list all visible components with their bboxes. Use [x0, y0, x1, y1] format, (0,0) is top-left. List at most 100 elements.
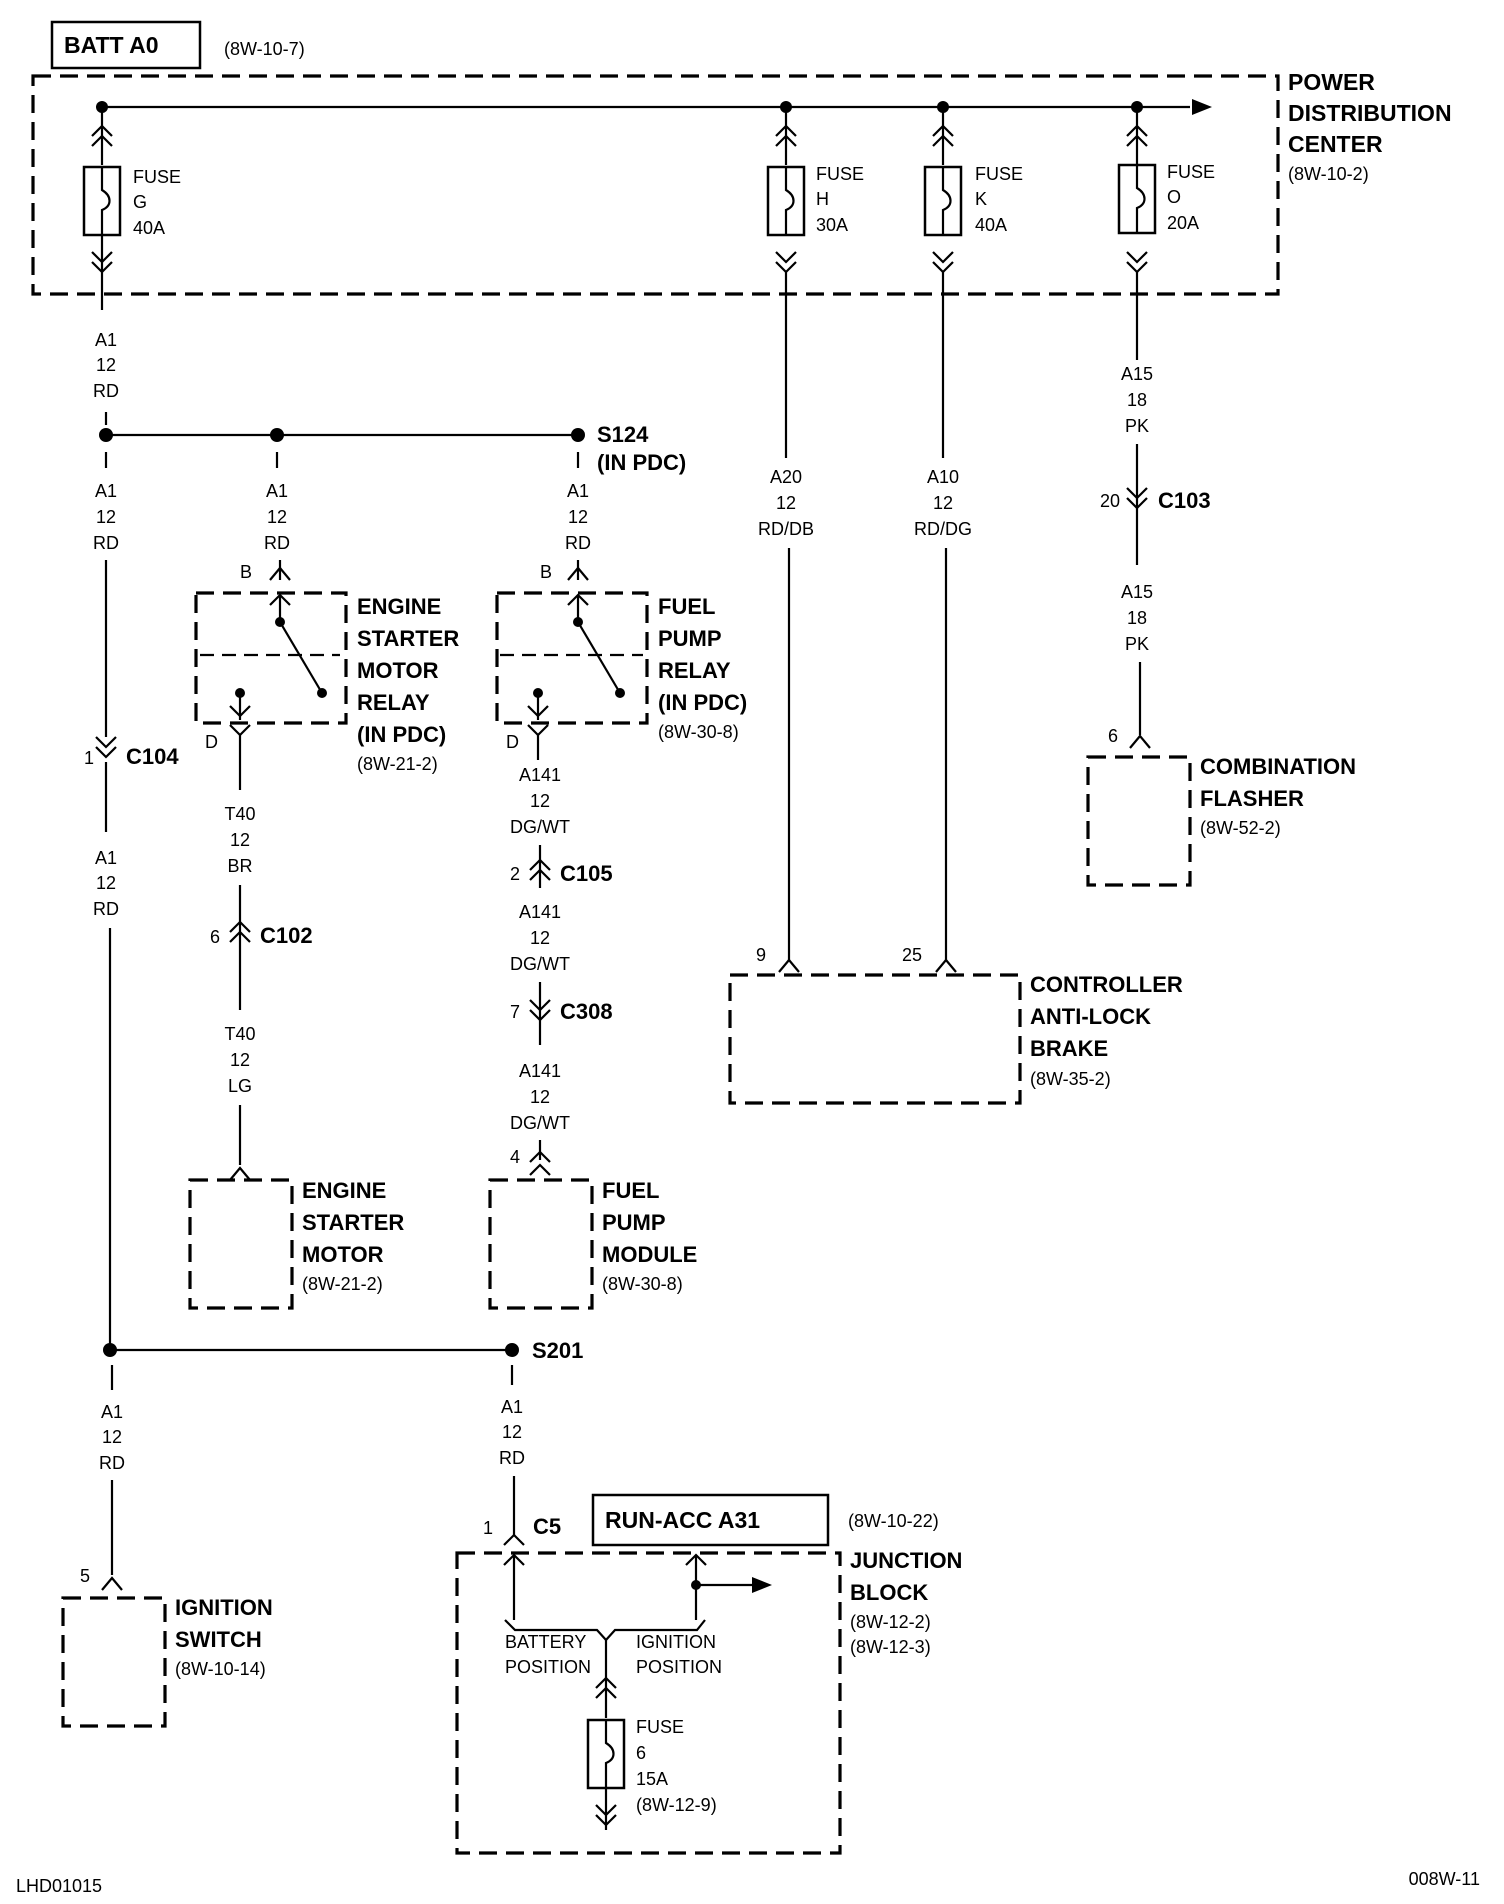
c308-pin: 7 — [510, 1002, 520, 1022]
wire-color: LG — [228, 1076, 252, 1096]
esm-relay-pin-d: D — [205, 732, 218, 752]
c102-pin: 6 — [210, 927, 220, 947]
output-arrow-icon — [752, 1577, 772, 1593]
footer-left-code: LHD01015 — [16, 1876, 102, 1896]
wire-gauge: 12 — [502, 1422, 522, 1442]
esm-relay-label-3: MOTOR — [357, 658, 439, 683]
wire-gauge: 18 — [1127, 390, 1147, 410]
wire-gauge: 12 — [568, 507, 588, 527]
ignition-position-label-2: POSITION — [636, 1657, 722, 1677]
junction-block-box — [455, 1551, 842, 1855]
fuse-k-rating: 40A — [975, 215, 1007, 235]
abs-label-1: CONTROLLER — [1030, 972, 1183, 997]
splice-s124-note: (IN PDC) — [597, 450, 686, 475]
fuse-h-label: FUSE — [816, 164, 864, 184]
fuse-o-rating: 20A — [1167, 213, 1199, 233]
engine-starter-label-2: STARTER — [302, 1210, 404, 1235]
wire-code: A141 — [519, 1061, 561, 1081]
wire-gauge: 12 — [96, 355, 116, 375]
junction-block-label-2: BLOCK — [850, 1580, 928, 1605]
connector-chevron-icon — [529, 999, 551, 1022]
esm-relay-label-2: STARTER — [357, 626, 459, 651]
connector-chevron-icon — [567, 566, 589, 581]
fuel-pump-module-label-2: PUMP — [602, 1210, 666, 1235]
fp-relay-label-1: FUEL — [658, 594, 715, 619]
wire-gauge: 12 — [530, 791, 550, 811]
wire-gauge: 12 — [267, 507, 287, 527]
wire-color: DG/WT — [510, 954, 570, 974]
wire-color: RD/DG — [914, 519, 972, 539]
splice-s124-label: S124 — [597, 422, 649, 447]
fuel-pump-module-ref: (8W-30-8) — [602, 1274, 683, 1294]
fuse-o: FUSE O 20A — [1117, 107, 1215, 274]
fuse-6-ref: (8W-12-9) — [636, 1795, 717, 1815]
c102-label: C102 — [260, 923, 313, 948]
wire-color: RD — [93, 899, 119, 919]
c104-pin: 1 — [84, 748, 94, 768]
fuse-o-id: O — [1167, 187, 1181, 207]
ignition-switch-box — [61, 1596, 167, 1728]
esm-relay-label-5: (IN PDC) — [357, 722, 446, 747]
fuse-k-label: FUSE — [975, 164, 1023, 184]
connector-chevron-icon — [595, 1676, 617, 1699]
esm-relay-label-4: RELAY — [357, 690, 430, 715]
power-distribution-center-box — [31, 74, 1280, 296]
connector-chevron-icon — [503, 1533, 525, 1546]
c5-pin: 1 — [483, 1518, 493, 1538]
connector-chevron-icon — [101, 1576, 123, 1591]
fuse-h: FUSE H 30A — [766, 107, 864, 274]
wire-color: DG/WT — [510, 817, 570, 837]
fuse-h-id: H — [816, 189, 829, 209]
fuse-g-label: FUSE — [133, 167, 181, 187]
fuel-pump-module-pin: 4 — [510, 1147, 520, 1167]
junction-block-ref-1: (8W-12-2) — [850, 1612, 931, 1632]
wire-code: A15 — [1121, 364, 1153, 384]
wire-gauge: 12 — [530, 1087, 550, 1107]
fuse-g-rating: 40A — [133, 218, 165, 238]
batt-a0-ref: (8W-10-7) — [224, 39, 305, 59]
c103-pin: 20 — [1100, 491, 1120, 511]
ignition-switch-label-2: SWITCH — [175, 1627, 262, 1652]
wire-code: T40 — [224, 1024, 255, 1044]
wire-color: PK — [1125, 634, 1149, 654]
combination-flasher-box — [1086, 755, 1192, 887]
connector-chevron-icon — [932, 251, 954, 274]
wire-gauge: 12 — [96, 873, 116, 893]
wire-gauge: 12 — [530, 928, 550, 948]
wire-code: A1 — [95, 330, 117, 350]
pdc-ref: (8W-10-2) — [1288, 164, 1369, 184]
connector-chevron-icon — [775, 124, 797, 147]
connector-chevron-icon — [1126, 251, 1148, 274]
connector-chevron-icon — [529, 1150, 551, 1176]
combo-flasher-label-2: FLASHER — [1200, 786, 1304, 811]
wire-gauge: 12 — [230, 1050, 250, 1070]
footer-right-code: 008W-11 — [1409, 1869, 1480, 1889]
abs-label-3: BRAKE — [1030, 1036, 1108, 1061]
wire-color: RD — [99, 1453, 125, 1473]
fuse-k: FUSE K 40A — [923, 107, 1023, 274]
wire-color: RD — [93, 533, 119, 553]
connector-chevron-icon — [932, 124, 954, 147]
wire-code: A1 — [95, 848, 117, 868]
run-acc-label: RUN-ACC A31 — [605, 1507, 760, 1533]
fp-relay-pin-b: B — [540, 562, 552, 582]
splice-s201-label: S201 — [532, 1338, 583, 1363]
c308-label: C308 — [560, 999, 613, 1024]
c103-label: C103 — [1158, 488, 1211, 513]
engine-starter-motor-relay-box — [194, 591, 348, 725]
ignition-position-label-1: IGNITION — [636, 1632, 716, 1652]
connector-chevron-icon — [229, 724, 251, 737]
combo-flasher-label-1: COMBINATION — [1200, 754, 1356, 779]
wire-color: RD — [565, 533, 591, 553]
abs-pin-25: 25 — [902, 945, 922, 965]
fp-relay-label-2: PUMP — [658, 626, 722, 651]
batt-a0-label: BATT A0 — [64, 32, 159, 58]
fuse-6-id: 6 — [636, 1743, 646, 1763]
wire-color: RD — [264, 533, 290, 553]
esm-relay-ref: (8W-21-2) — [357, 754, 438, 774]
wire-gauge: 12 — [102, 1427, 122, 1447]
c104-label: C104 — [126, 744, 179, 769]
connector-chevron-icon — [529, 858, 551, 881]
wire-color: RD/DB — [758, 519, 814, 539]
